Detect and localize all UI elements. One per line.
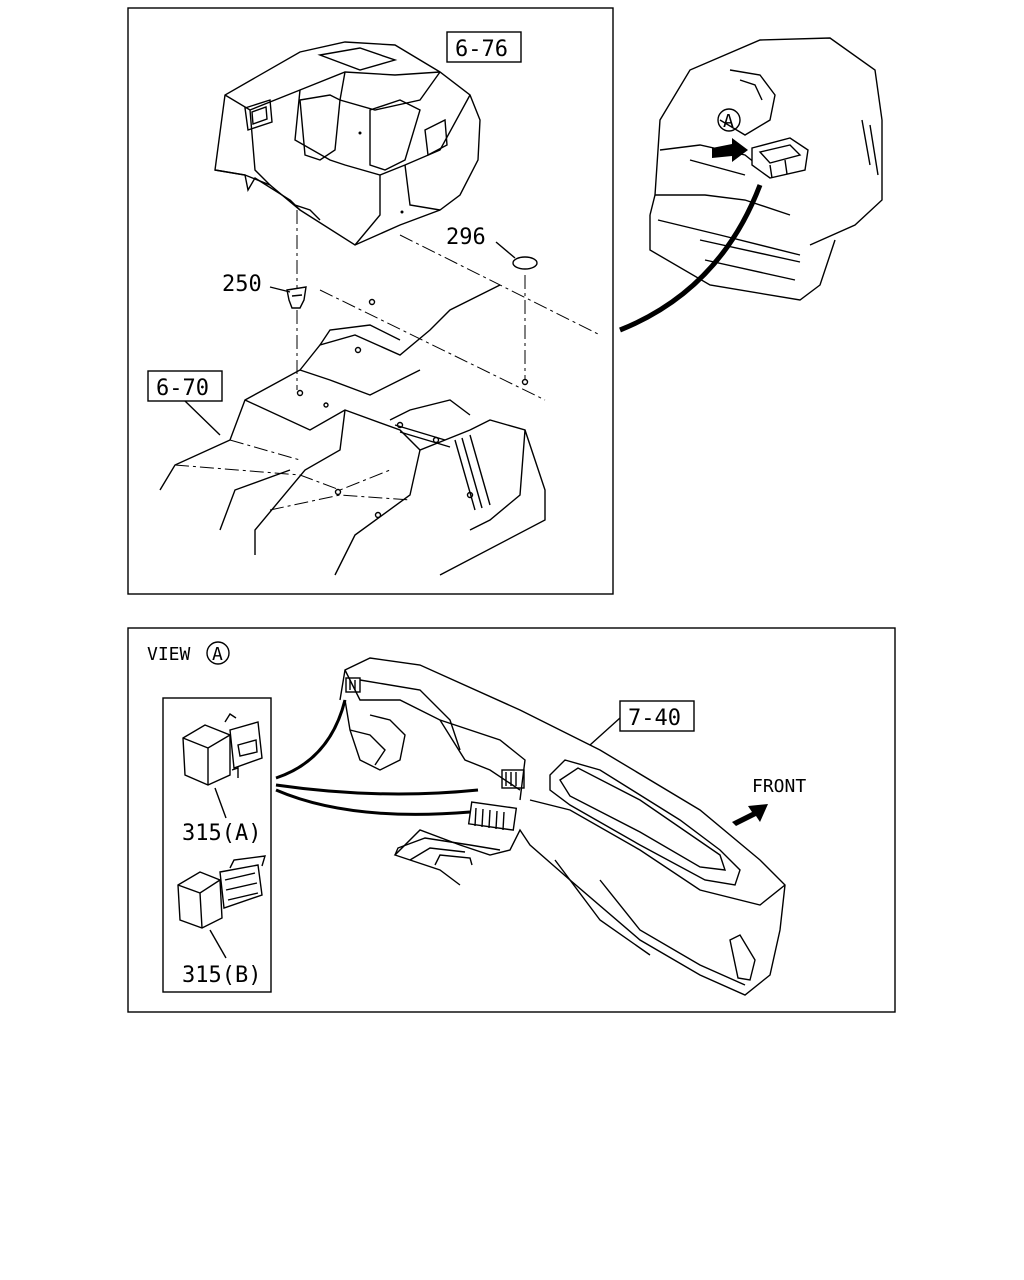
clip-250-part: [286, 286, 307, 309]
inset-marker: A: [723, 111, 734, 132]
label-switch-a: 315(A): [182, 821, 261, 846]
view-marker-circle: [206, 641, 230, 665]
label-console: 6-76: [455, 37, 508, 62]
floor-panel-drawing: [159, 284, 546, 576]
bottom-panel-frame: [127, 627, 896, 1013]
front-label: FRONT: [752, 776, 806, 797]
switch-leader-lines: [275, 699, 479, 816]
front-arrow: [732, 804, 768, 826]
label-dash: 7-40: [628, 706, 681, 731]
switch-315a-drawing: [182, 713, 263, 819]
top-panel-frame: [127, 7, 614, 595]
inset-vehicle-drawing: [649, 37, 883, 301]
label-box-console: [446, 31, 522, 63]
label-clip: 250: [222, 272, 262, 297]
label-box-dash: [619, 700, 695, 732]
inset-leader-curve: [619, 184, 763, 333]
switch-detail-box: [162, 697, 272, 993]
console-cover-drawing: [214, 41, 481, 246]
dashboard-drawing: [339, 657, 786, 996]
switch-315b-drawing: [177, 855, 266, 959]
plug-296-part: [512, 256, 538, 270]
label-switch-b: 315(B): [182, 963, 261, 988]
view-title: VIEW: [147, 644, 191, 665]
view-marker: A: [212, 644, 223, 665]
inset-marker-circle: [717, 108, 741, 132]
label-floor: 6-70: [156, 376, 209, 401]
label-plug: 296: [446, 225, 486, 250]
